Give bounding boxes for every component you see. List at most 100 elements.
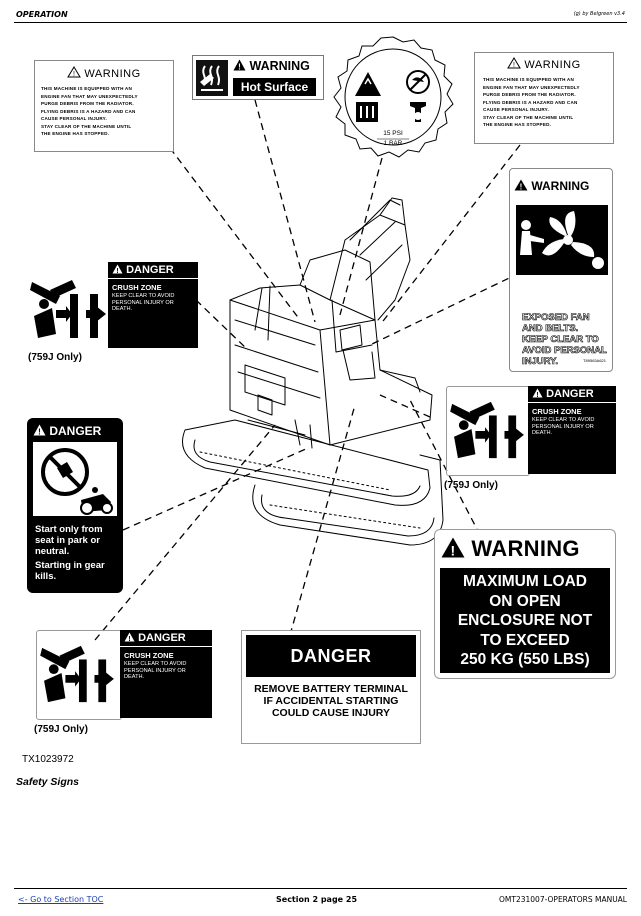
crush-zone-text: KEEP CLEAR TO AVOID PERSONAL INJURY OR D… bbox=[112, 293, 175, 312]
start-danger-header: ! DANGER bbox=[33, 424, 101, 438]
battery-danger-title: DANGER bbox=[290, 646, 372, 666]
danger-header: ! DANGER bbox=[528, 386, 616, 403]
warning-header: ! WARNING bbox=[475, 57, 613, 71]
battery-danger-bar: DANGER bbox=[246, 635, 416, 677]
danger-header: ! DANGER bbox=[108, 262, 198, 279]
hot-surface-label: ! WARNING Hot Surface bbox=[192, 55, 324, 100]
toc-link[interactable]: <- Go to Section TOC bbox=[18, 895, 104, 904]
radiator-cap-icon bbox=[333, 36, 454, 158]
text-line: INJURY. bbox=[522, 356, 559, 368]
text-line: AVOID PERSONAL bbox=[522, 345, 607, 357]
manual-id: OMT231007-OPERATORS MANUAL bbox=[499, 895, 627, 904]
text-line: THIS MACHINE IS EQUIPPED WITH AN bbox=[41, 86, 132, 91]
warning-title: WARNING bbox=[84, 68, 141, 80]
start-danger-label: ! DANGER Start only from seat in park or… bbox=[27, 418, 123, 593]
crush-zone-label-2: ! DANGER CRUSH ZONE KEEP CLEAR TO AVOID … bbox=[444, 386, 616, 492]
text-line: STAY CLEAR OF THE MACHINE UNTIL bbox=[41, 123, 132, 129]
crush-zone-label-1: ! DANGER CRUSH ZONE KEEP CLEAR TO AVOID … bbox=[28, 262, 198, 363]
crush-danger-panel: ! DANGER CRUSH ZONE KEEP CLEAR TO AVOID … bbox=[120, 630, 212, 718]
text-line: EXPOSED FAN bbox=[522, 312, 590, 324]
upper-house bbox=[229, 284, 433, 446]
fan-hazard-icon bbox=[516, 205, 608, 275]
figure-caption: Safety Signs bbox=[16, 776, 80, 788]
crush-zone-title: CRUSH ZONE bbox=[112, 283, 162, 292]
crush-zone-text: KEEP CLEAR TO AVOID PERSONAL INJURY OR D… bbox=[124, 661, 187, 680]
exposed-fan-title: WARNING bbox=[531, 179, 590, 193]
start-danger-title: DANGER bbox=[49, 424, 102, 438]
text-line: AND BELTS. bbox=[522, 323, 579, 335]
text-line: ON OPEN bbox=[489, 592, 561, 610]
left-track bbox=[182, 419, 431, 506]
danger-title: DANGER bbox=[126, 264, 174, 276]
text-line: TO EXCEED bbox=[480, 631, 570, 649]
text-line: IF ACCIDENTAL STARTING bbox=[263, 695, 399, 707]
svg-text:!: ! bbox=[513, 62, 515, 69]
crush-danger-panel: ! DANGER CRUSH ZONE KEEP CLEAR TO AVOID … bbox=[108, 262, 198, 348]
text-line: PURGE DEBRIS FROM THE RADIATOR. bbox=[483, 92, 576, 97]
text-line: STAY CLEAR OF THE MACHINE UNTIL bbox=[483, 114, 574, 120]
text-line: REMOVE BATTERY TERMINAL bbox=[254, 683, 408, 695]
model-note: (759J Only) bbox=[34, 724, 88, 735]
right-track bbox=[252, 454, 444, 546]
danger-triangle-icon: ! bbox=[124, 632, 135, 643]
text-line: CAUSE PERSONAL INJURY. bbox=[41, 116, 107, 121]
text-line: ENCLOSURE NOT bbox=[457, 612, 593, 629]
svg-text:!: ! bbox=[116, 268, 118, 274]
danger-title: DANGER bbox=[546, 388, 594, 400]
model-note: (759J Only) bbox=[28, 352, 82, 363]
hot-surface-subtitle: Hot Surface bbox=[240, 80, 309, 94]
text-line: KEEP CLEAR TO bbox=[522, 334, 599, 346]
warning-fan-label-left: ! WARNING THIS MACHINE IS EQUIPPED WITH … bbox=[34, 60, 174, 152]
text-line: THE ENGINE HAS STOPPED. bbox=[41, 131, 110, 136]
danger-triangle-icon: ! bbox=[112, 264, 123, 275]
max-load-header: ! WARNING bbox=[441, 536, 580, 562]
exposed-fan-warning-label: ! WARNING EXPOSED FAN AND BELTS. KEEP CL… bbox=[509, 168, 613, 372]
warning-fan-text: THIS MACHINE IS EQUIPPED WITH AN ENGINE … bbox=[483, 76, 580, 129]
danger-triangle-icon: ! bbox=[532, 388, 543, 399]
text-line: THIS MACHINE IS EQUIPPED WITH AN bbox=[483, 77, 574, 82]
warning-fan-text: THIS MACHINE IS EQUIPPED WITH AN ENGINE … bbox=[41, 85, 138, 138]
crush-zone-label-3: ! DANGER CRUSH ZONE KEEP CLEAR TO AVOID … bbox=[34, 630, 212, 740]
page-footer: <- Go to Section TOC Section 2 page 25 O… bbox=[14, 888, 627, 909]
hot-surface-subtitle-bar: Hot Surface bbox=[233, 78, 316, 96]
crush-zone-title: CRUSH ZONE bbox=[124, 651, 174, 660]
text-line: PURGE DEBRIS FROM THE RADIATOR. bbox=[41, 101, 134, 106]
max-load-warning-label: ! WARNING MAXIMUM LOAD ON OPEN ENCLOSURE… bbox=[434, 529, 616, 679]
section-title: OPERATION bbox=[16, 10, 68, 19]
text-line: 250 KG (550 LBS) bbox=[460, 651, 590, 668]
text-line: MAXIMUM LOAD bbox=[463, 573, 587, 590]
crush-hazard-icon bbox=[450, 401, 524, 459]
crush-hazard-icon bbox=[40, 645, 114, 703]
danger-title: DANGER bbox=[138, 632, 186, 644]
battery-danger-text: REMOVE BATTERY TERMINAL IF ACCIDENTAL ST… bbox=[242, 683, 420, 719]
text-line: FLYING DEBRIS IS A HAZARD AND CAN bbox=[483, 99, 578, 105]
no-start-icon bbox=[33, 442, 117, 516]
warning-triangle-icon: ! bbox=[441, 537, 465, 559]
svg-text:!: ! bbox=[73, 71, 75, 78]
warning-triangle-icon: ! bbox=[507, 57, 522, 69]
svg-text:!: ! bbox=[238, 63, 241, 72]
warning-title: WARNING bbox=[524, 59, 581, 71]
battery-danger-label: DANGER REMOVE BATTERY TERMINAL IF ACCIDE… bbox=[241, 630, 421, 744]
warning-triangle-icon: ! bbox=[67, 66, 82, 78]
hot-surface-title: WARNING bbox=[249, 59, 310, 73]
svg-text:!: ! bbox=[38, 428, 41, 437]
cap-pressure: 15 PSI bbox=[383, 130, 403, 137]
warning-fan-label-right: ! WARNING THIS MACHINE IS EQUIPPED WITH … bbox=[474, 52, 614, 144]
text-line: COULD CAUSE INJURY bbox=[271, 707, 391, 719]
start-danger-text-2: Starting in gear kills. bbox=[35, 560, 105, 582]
model-note: (759J Only) bbox=[444, 480, 498, 491]
crush-zone-text: KEEP CLEAR TO AVOID PERSONAL INJURY OR D… bbox=[532, 417, 595, 436]
text-line: ENGINE FAN THAT MAY UNEXPECTEDLY bbox=[41, 93, 138, 99]
text-line: FLYING DEBRIS IS A HAZARD AND CAN bbox=[41, 108, 136, 114]
text-line: ENGINE FAN THAT MAY UNEXPECTEDLY bbox=[483, 84, 580, 90]
hot-surface-header: ! WARNING bbox=[233, 59, 310, 73]
radiator-cap-label: 15 PSI 1 BAR bbox=[332, 36, 454, 158]
page-header: OPERATION (g) by Belgreen v3.4 bbox=[14, 8, 627, 23]
figure-id: TX1023972 bbox=[22, 754, 74, 765]
exposed-fan-header: ! WARNING bbox=[514, 179, 608, 193]
crush-danger-panel: ! DANGER CRUSH ZONE KEEP CLEAR TO AVOID … bbox=[528, 386, 616, 474]
svg-text:!: ! bbox=[128, 636, 130, 642]
crush-hazard-icon bbox=[30, 280, 106, 338]
